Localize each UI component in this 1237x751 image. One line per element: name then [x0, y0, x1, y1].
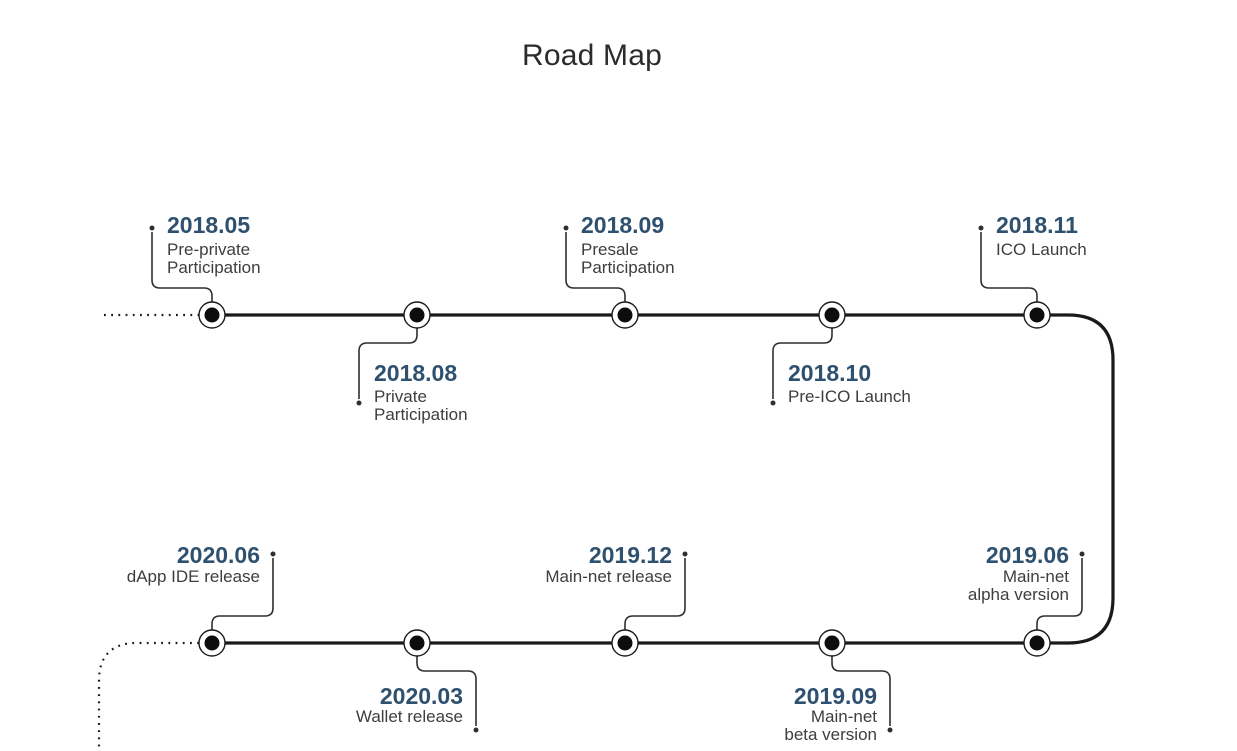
milestone-date: 2019.09	[794, 683, 877, 709]
milestone-connector-line	[151, 232, 213, 302]
milestone-date: 2019.12	[589, 542, 672, 568]
milestone-connector-line	[980, 232, 1038, 302]
connector-pin-dot	[270, 551, 276, 557]
milestone-connector-line	[211, 558, 274, 630]
milestone-connector-line	[772, 328, 833, 399]
milestone-node-dot	[617, 635, 633, 651]
milestone-connector-line	[1036, 558, 1083, 630]
milestone-description: Participation	[374, 405, 468, 424]
milestone-connector-line	[358, 328, 418, 399]
connector-pin-dot	[682, 551, 688, 557]
milestone-node-dot	[409, 307, 425, 323]
connector-pin-dot	[887, 727, 893, 733]
timeline-dotted-end	[97, 641, 199, 751]
milestone-node-dot	[1029, 635, 1045, 651]
milestone-description: Wallet release	[356, 707, 463, 726]
milestone-description: alpha version	[968, 585, 1069, 604]
connector-pin-dot	[563, 225, 569, 231]
milestone-node-dot	[204, 307, 220, 323]
connector-pin-dot	[356, 400, 362, 406]
page-title: Road Map	[521, 39, 663, 72]
milestone-node-dot	[204, 635, 220, 651]
milestone-connector-line	[565, 232, 626, 302]
timeline-path	[212, 313, 1115, 645]
milestone-connector-line	[416, 656, 477, 726]
milestone-date: 2019.06	[986, 542, 1069, 568]
milestone-description: ICO Launch	[996, 240, 1087, 259]
milestone-description: Private	[374, 387, 427, 406]
milestone-node-dot	[1029, 307, 1045, 323]
milestone-date: 2018.05	[167, 212, 250, 238]
milestone-connector-line	[624, 558, 686, 630]
milestone-date: 2020.06	[177, 542, 260, 568]
connector-pin-dot	[149, 225, 155, 231]
milestone-description: Pre-private	[167, 240, 250, 259]
milestone-node-dot	[824, 635, 840, 651]
milestone-node-dot	[617, 307, 633, 323]
milestone-connector-line	[831, 656, 891, 726]
milestone-description: dApp IDE release	[127, 567, 260, 586]
milestone-description: Main-net release	[545, 567, 672, 586]
milestone-date: 2018.09	[581, 212, 664, 238]
milestone-description: Participation	[167, 258, 261, 277]
milestone-node-dot	[824, 307, 840, 323]
milestone-node-dot	[409, 635, 425, 651]
milestone-date: 2018.08	[374, 360, 457, 386]
milestone-description: Main-net	[811, 707, 877, 726]
milestone-date: 2020.03	[380, 683, 463, 709]
milestone-description: beta version	[784, 725, 877, 744]
milestone-date: 2018.11	[996, 212, 1078, 238]
connector-pin-dot	[473, 727, 479, 733]
milestone-description: Pre-ICO Launch	[788, 387, 911, 406]
milestone-description: Presale	[581, 240, 639, 259]
connector-pin-dot	[978, 225, 984, 231]
milestone-description: Participation	[581, 258, 675, 277]
connector-pin-dot	[1079, 551, 1085, 557]
milestone-date: 2018.10	[788, 360, 871, 386]
connector-pin-dot	[770, 400, 776, 406]
milestone-description: Main-net	[1003, 567, 1069, 586]
